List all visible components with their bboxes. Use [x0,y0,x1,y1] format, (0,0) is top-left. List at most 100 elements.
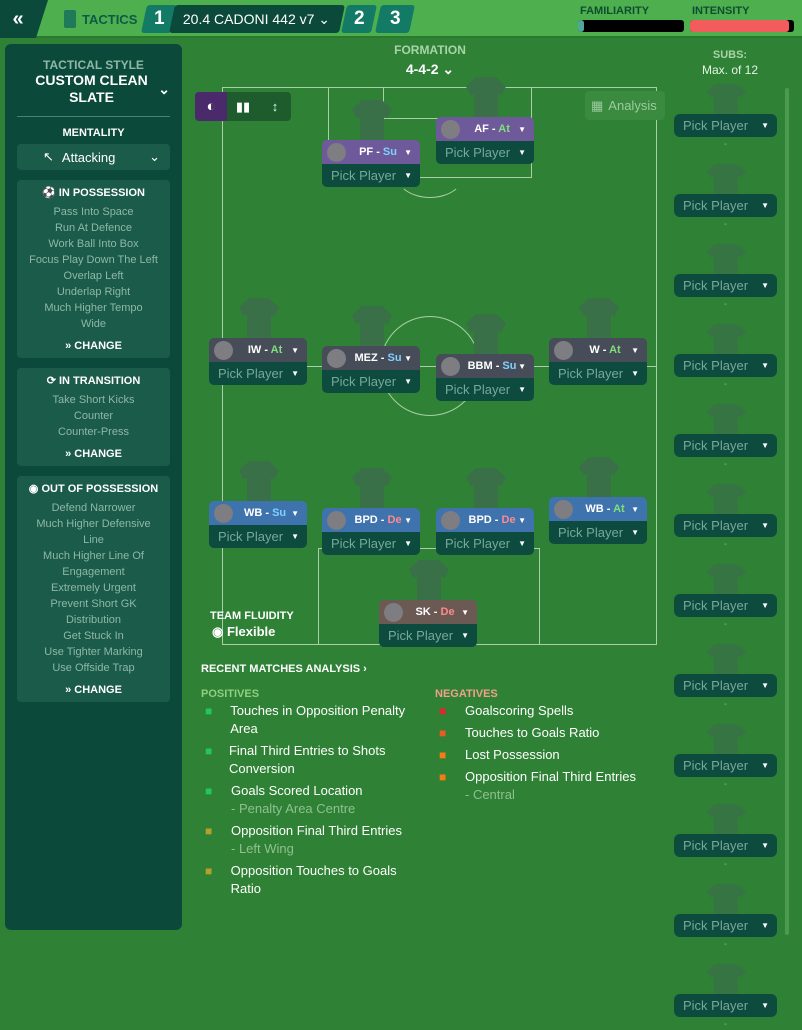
out-of-possession-change-button[interactable]: » CHANGE [65,684,122,696]
instruction-item: Underlap Right [56,286,131,298]
instructions-view-icon[interactable]: ↕ [271,99,279,114]
pick-player-dropdown[interactable]: Pick Player▼ [322,164,420,187]
pick-player-dropdown[interactable]: Pick Player▼ [322,532,420,555]
pick-player-label: Pick Player [388,628,454,643]
dropdown-arrow-icon: ▼ [404,539,412,548]
jersey-icon [706,244,746,276]
role-selector[interactable]: WB - Su▼ [209,501,307,525]
sub-slot: Pick Player▼- [674,564,777,630]
pick-player-dropdown[interactable]: Pick Player▼ [436,141,534,164]
pick-player-dropdown[interactable]: Pick Player▼ [322,370,420,393]
instruction-item: Use Tighter Marking [44,646,143,658]
sub-slot: Pick Player▼- [674,324,777,390]
duty: Su [502,360,517,372]
sub-pick-player-dropdown[interactable]: Pick Player▼ [674,594,777,617]
sub-slot: Pick Player▼- [674,484,777,550]
sub-pick-player-dropdown[interactable]: Pick Player▼ [674,434,777,457]
dropdown-arrow-icon: ▼ [631,504,639,514]
analysis-item: ■Opposition Touches to Goals Ratio [201,862,426,898]
player-avatar [441,356,460,376]
jersey-icon [579,298,619,342]
dropdown-arrow-icon: ▼ [461,631,469,640]
pick-player-dropdown[interactable]: Pick Player▼ [436,378,534,401]
pick-player-dropdown[interactable]: Pick Player▼ [209,525,307,548]
view-toggle-group: ◐ ▮▮ ↕ [195,92,291,121]
intensity-label: INTENSITY [692,5,750,17]
sub-pick-player-dropdown[interactable]: Pick Player▼ [674,514,777,537]
role-selector[interactable]: BPD - De▼ [436,508,534,532]
pick-player-dropdown[interactable]: Pick Player▼ [549,521,647,544]
tactical-style-label: TACTICAL STYLE [43,58,144,72]
dropdown-arrow-icon: ▼ [518,361,526,371]
player-avatar [327,510,346,530]
pick-player-dropdown[interactable]: Pick Player▼ [209,362,307,385]
sub-pick-player-dropdown[interactable]: Pick Player▼ [674,194,777,217]
subs-scrollbar[interactable] [785,88,789,935]
jersey-icon [706,84,746,116]
sub-pick-player-dropdown[interactable]: Pick Player▼ [674,994,777,1017]
instruction-item: Defend Narrower [51,502,136,514]
role: WB [243,507,263,519]
sub-pick-player-dropdown[interactable]: Pick Player▼ [674,354,777,377]
team-fluidity-value[interactable]: ◉ Flexible [212,624,276,639]
sub-empty: - [723,779,728,790]
contrast-view-icon[interactable]: ◐ [195,92,227,121]
familiarity-bar[interactable] [578,20,684,32]
mentality-dropdown[interactable]: ↖Attacking⌄ [17,144,170,170]
in-possession-change-button[interactable]: » CHANGE [65,340,122,352]
sub-empty: - [723,459,728,470]
pick-player-label: Pick Player [331,374,397,389]
pick-player-dropdown[interactable]: Pick Player ▼ [379,624,477,647]
pick-player-label: Pick Player [683,918,749,933]
sub-pick-player-dropdown[interactable]: Pick Player▼ [674,914,777,937]
analysis-item-text: Opposition Touches to Goals Ratio [230,863,397,896]
role-selector[interactable]: AF - At▼ [436,117,534,141]
analysis-item: ■Goalscoring Spells [435,702,675,720]
sub-pick-player-dropdown[interactable]: Pick Player▼ [674,754,777,777]
top-bar: « TACTICS 1 20.4 CADONI 442 v7 ⌄ 2 3 FAM… [0,0,802,38]
team-fluidity-label: TEAM FLUIDITY [210,610,294,622]
dropdown-arrow-icon: ▼ [631,369,639,378]
back-button[interactable]: « [0,0,48,38]
sub-pick-player-dropdown[interactable]: Pick Player▼ [674,674,777,697]
analysis-item-text: Touches to Goals Ratio [465,725,600,740]
role-selector[interactable]: BBM - Su▼ [436,354,534,378]
in-transition-change-button[interactable]: » CHANGE [65,448,122,460]
role-selector[interactable]: PF - Su▼ [322,140,420,164]
role-selector[interactable]: IW - At▼ [209,338,307,362]
pick-player-label: Pick Player [331,168,397,183]
role-selector[interactable]: W - At▼ [549,338,647,362]
jersey-icon [706,884,746,916]
tactics-icon [64,10,76,28]
analysis-button[interactable]: ▦Analysis [585,91,665,120]
role-duty: SK - De [415,606,455,618]
instruction-item: Use Offside Trap [52,662,135,674]
intensity-bar[interactable] [690,20,794,32]
tactic-selector[interactable]: 20.4 CADONI 442 v7 ⌄ [169,5,345,33]
duty: At [270,344,283,356]
role-selector[interactable]: WB - At▼ [549,497,647,521]
role-selector[interactable]: MEZ - Su▼ [322,346,420,370]
pick-player-dropdown[interactable]: Pick Player▼ [549,362,647,385]
role-duty: BPD - De [468,514,516,526]
analysis-item: ■Touches in Opposition Penalty Area [201,702,426,738]
sub-pick-player-dropdown[interactable]: Pick Player▼ [674,114,777,137]
role-duty: BBM - Su [467,360,517,372]
tactical-style-dropdown[interactable]: CUSTOM CLEAN SLATE⌄ [35,72,170,105]
tactic-slot-3[interactable]: 3 [375,5,415,33]
jersey-icon [466,468,506,512]
recent-matches-analysis-link[interactable]: RECENT MATCHES ANALYSIS › [201,663,367,675]
sub-pick-player-dropdown[interactable]: Pick Player▼ [674,274,777,297]
stats-view-icon[interactable]: ▮▮ [235,98,251,114]
sub-empty: - [723,139,728,150]
role-selector[interactable]: BPD - De▼ [322,508,420,532]
sub-pick-player-dropdown[interactable]: Pick Player▼ [674,834,777,857]
tactic-slot-2[interactable]: 2 [341,5,377,33]
role-selector[interactable]: SK - De▼ [379,600,477,624]
pick-player-dropdown[interactable]: Pick Player▼ [436,532,534,555]
formation-dropdown[interactable]: 4-4-2 ⌄ [405,61,455,77]
mentality-label: MENTALITY [62,127,125,139]
dropdown-arrow-icon: ▼ [291,532,299,541]
jersey-icon [352,100,392,144]
sub-slot: Pick Player▼- [674,884,777,950]
